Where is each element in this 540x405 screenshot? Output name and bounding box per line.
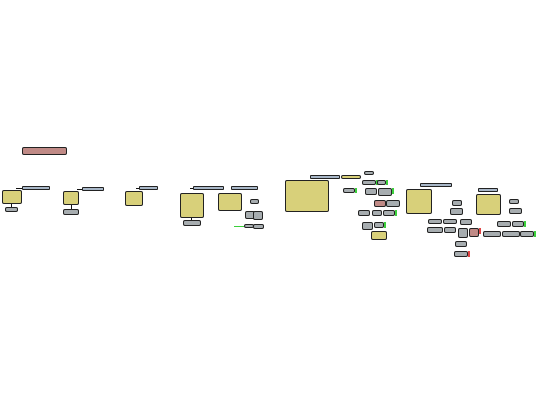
group-8-note[interactable] bbox=[476, 194, 501, 215]
cluster-box[interactable] bbox=[377, 180, 386, 185]
cluster-box-fail[interactable] bbox=[374, 200, 386, 207]
cluster-box[interactable] bbox=[502, 231, 520, 237]
pass-marker bbox=[355, 188, 357, 193]
group-2-title[interactable] bbox=[82, 187, 104, 191]
cluster-box[interactable] bbox=[378, 188, 392, 196]
cluster-box[interactable] bbox=[374, 222, 384, 228]
cluster-note[interactable] bbox=[371, 231, 387, 240]
group-4-note[interactable] bbox=[180, 193, 204, 218]
pass-marker bbox=[386, 180, 388, 185]
cluster-box[interactable] bbox=[428, 219, 442, 224]
cluster-box[interactable] bbox=[444, 227, 456, 233]
pass-marker bbox=[234, 226, 244, 227]
cluster-box[interactable] bbox=[427, 227, 443, 233]
pass-marker bbox=[395, 210, 397, 216]
cluster-box[interactable] bbox=[358, 210, 370, 216]
fail-marker bbox=[468, 251, 470, 257]
cluster-box[interactable] bbox=[454, 251, 468, 257]
group-6-side-note[interactable] bbox=[341, 175, 361, 179]
cluster-box[interactable] bbox=[362, 180, 376, 185]
group-6-title[interactable] bbox=[310, 175, 340, 179]
cluster-box[interactable] bbox=[455, 241, 467, 247]
group-7-note[interactable] bbox=[406, 189, 432, 214]
group-3-note[interactable] bbox=[125, 191, 143, 206]
group-2-note[interactable] bbox=[63, 191, 79, 205]
connector bbox=[11, 204, 12, 207]
group-1-title[interactable] bbox=[22, 186, 50, 190]
cluster-box[interactable] bbox=[383, 210, 395, 216]
group-5-title[interactable] bbox=[231, 186, 258, 190]
cluster-box[interactable] bbox=[365, 188, 377, 195]
cluster-box[interactable] bbox=[509, 199, 519, 204]
root-node[interactable] bbox=[22, 147, 67, 155]
cluster-box[interactable] bbox=[364, 171, 374, 175]
cluster-box[interactable] bbox=[497, 221, 511, 227]
group-5-box[interactable] bbox=[250, 199, 259, 204]
cluster-box[interactable] bbox=[443, 219, 457, 224]
pass-marker bbox=[384, 222, 386, 228]
group-6-note[interactable] bbox=[285, 180, 329, 212]
cluster-box[interactable] bbox=[512, 221, 524, 227]
group-1-note[interactable] bbox=[2, 190, 22, 204]
connector bbox=[190, 188, 193, 189]
group-5-box[interactable] bbox=[253, 224, 264, 229]
fail-marker bbox=[479, 228, 481, 234]
cluster-box[interactable] bbox=[483, 231, 501, 237]
cluster-box[interactable] bbox=[362, 222, 373, 230]
connector bbox=[16, 188, 22, 189]
group-3-title[interactable] bbox=[139, 186, 158, 190]
pass-marker bbox=[534, 231, 536, 237]
cluster-box[interactable] bbox=[452, 200, 462, 206]
connector bbox=[71, 205, 72, 209]
cluster-box-fail[interactable] bbox=[469, 228, 479, 237]
cluster-box[interactable] bbox=[343, 188, 355, 193]
group-5-note[interactable] bbox=[218, 193, 242, 211]
group-4-sub[interactable] bbox=[183, 220, 201, 226]
group-4-title[interactable] bbox=[193, 186, 224, 190]
connector bbox=[191, 218, 192, 220]
cluster-box[interactable] bbox=[460, 219, 472, 225]
cluster-box[interactable] bbox=[520, 231, 534, 237]
cluster-box[interactable] bbox=[372, 210, 382, 216]
pass-marker bbox=[392, 188, 394, 194]
cluster-box[interactable] bbox=[458, 228, 468, 238]
cluster-box[interactable] bbox=[386, 200, 400, 207]
group-2-sub[interactable] bbox=[63, 209, 79, 215]
group-5-box[interactable] bbox=[253, 211, 263, 220]
group-8-title[interactable] bbox=[478, 188, 498, 192]
group-1-sub[interactable] bbox=[5, 207, 18, 212]
pass-marker bbox=[524, 221, 526, 227]
connector bbox=[77, 189, 82, 190]
cluster-box[interactable] bbox=[509, 208, 522, 214]
cluster-box[interactable] bbox=[450, 208, 463, 215]
connector bbox=[136, 188, 139, 189]
group-7-title[interactable] bbox=[420, 183, 452, 187]
